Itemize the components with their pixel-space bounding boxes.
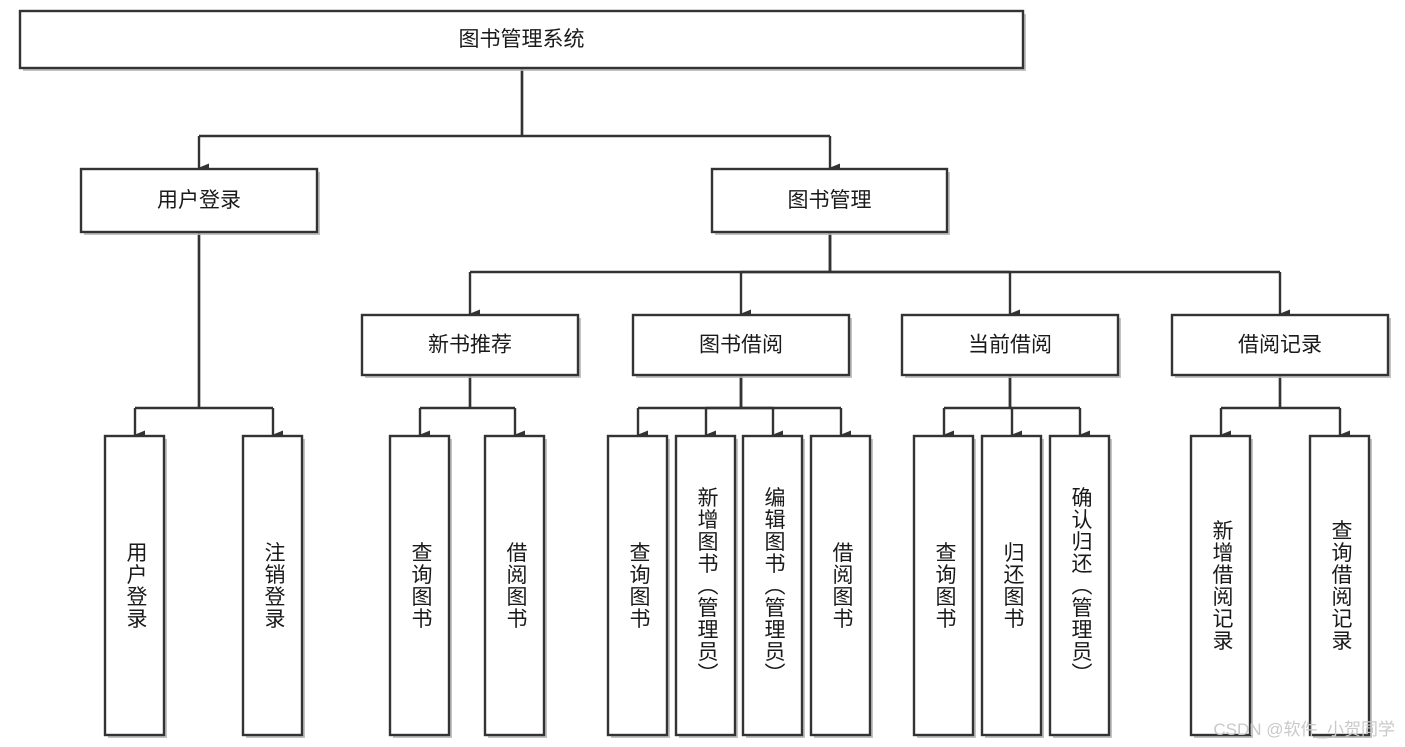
node-rec-query[interactable]: 查询借阅记录 bbox=[1308, 434, 1372, 738]
node-rect[interactable] bbox=[674, 434, 737, 737]
node-label: 编辑图书（管理员） bbox=[762, 487, 786, 685]
node-rect[interactable] bbox=[741, 434, 804, 737]
node-rect[interactable] bbox=[483, 434, 546, 737]
edge-login-to-login-in bbox=[133, 232, 201, 440]
edge-root-to-login bbox=[197, 68, 524, 173]
node-current[interactable]: 当前借阅 bbox=[900, 313, 1121, 378]
node-rect[interactable] bbox=[1189, 434, 1252, 737]
node-borrow[interactable]: 图书借阅 bbox=[631, 313, 852, 378]
node-rect[interactable] bbox=[360, 313, 580, 377]
node-login-in[interactable]: 用户登录 bbox=[103, 434, 167, 738]
node-label: 新书推荐 bbox=[428, 334, 512, 357]
node-rect[interactable] bbox=[980, 434, 1043, 737]
node-br-edit[interactable]: 编辑图书（管理员） bbox=[741, 434, 805, 738]
edge-root-to-bookmgmt bbox=[520, 68, 840, 173]
node-cur-confirm[interactable]: 确认归还（管理员） bbox=[1048, 434, 1112, 738]
edge-records-to-rec-query bbox=[1278, 375, 1350, 440]
node-label: 新增借阅记录 bbox=[1210, 520, 1234, 652]
node-rec-add[interactable]: 新增借阅记录 bbox=[1189, 434, 1253, 738]
node-label: 用户登录 bbox=[157, 189, 241, 212]
node-login-out[interactable]: 注销登录 bbox=[241, 434, 305, 738]
node-cur-return[interactable]: 归还图书 bbox=[980, 434, 1044, 738]
edge-current-to-cur-query bbox=[942, 375, 1012, 440]
node-rect[interactable] bbox=[388, 434, 451, 737]
node-rect[interactable] bbox=[241, 434, 304, 737]
edge-newbook-to-nb-borrow bbox=[468, 375, 525, 440]
node-label: 图书管理系统 bbox=[459, 28, 585, 51]
node-label: 注销登录 bbox=[262, 542, 286, 630]
node-nb-query[interactable]: 查询图书 bbox=[388, 434, 452, 738]
edge-borrow-to-br-add bbox=[704, 375, 743, 440]
node-rect[interactable] bbox=[79, 167, 319, 234]
edge-newbook-to-nb-query bbox=[418, 375, 472, 440]
edge-login-to-login-out bbox=[197, 232, 283, 440]
node-br-borrow[interactable]: 借阅图书 bbox=[809, 434, 873, 738]
node-root[interactable]: 图书管理系统 bbox=[18, 9, 1026, 71]
node-cur-query[interactable]: 查询图书 bbox=[912, 434, 976, 738]
node-label: 图书借阅 bbox=[699, 334, 783, 357]
node-rect[interactable] bbox=[809, 434, 872, 737]
node-rect[interactable] bbox=[912, 434, 975, 737]
node-rect[interactable] bbox=[103, 434, 166, 737]
edge-bookmgmt-to-records bbox=[828, 232, 1290, 319]
node-label: 查询图书 bbox=[933, 542, 957, 630]
node-newbook[interactable]: 新书推荐 bbox=[360, 313, 581, 378]
node-bookmgmt[interactable]: 图书管理 bbox=[710, 167, 950, 235]
node-records[interactable]: 借阅记录 bbox=[1170, 313, 1391, 378]
watermark: CSDN @软件_小贺同学 bbox=[1213, 720, 1395, 739]
node-br-query[interactable]: 查询图书 bbox=[606, 434, 670, 738]
edge-borrow-to-br-edit bbox=[739, 375, 783, 440]
node-nb-borrow[interactable]: 借阅图书 bbox=[483, 434, 547, 738]
node-rect[interactable] bbox=[710, 167, 949, 234]
node-label: 借阅图书 bbox=[830, 542, 854, 630]
node-br-add[interactable]: 新增图书（管理员） bbox=[674, 434, 738, 738]
node-label: 查询借阅记录 bbox=[1329, 520, 1353, 652]
node-label: 当前借阅 bbox=[968, 334, 1052, 357]
edge-bookmgmt-to-borrow bbox=[739, 232, 832, 319]
node-label: 新增图书（管理员） bbox=[695, 487, 719, 685]
node-label: 借阅图书 bbox=[504, 542, 528, 630]
node-label: 归还图书 bbox=[1001, 542, 1025, 630]
node-rect[interactable] bbox=[1308, 434, 1371, 737]
node-label: 查询图书 bbox=[627, 542, 651, 630]
edge-current-to-cur-confirm bbox=[1008, 375, 1090, 440]
node-rect[interactable] bbox=[1170, 313, 1390, 377]
edge-borrow-to-br-query bbox=[636, 375, 743, 440]
node-rect[interactable] bbox=[631, 313, 851, 377]
node-rect[interactable] bbox=[1048, 434, 1111, 737]
node-login[interactable]: 用户登录 bbox=[79, 167, 320, 235]
edge-borrow-to-br-borrow bbox=[739, 375, 851, 440]
edge-records-to-rec-add bbox=[1219, 375, 1282, 440]
node-rect[interactable] bbox=[900, 313, 1120, 377]
node-rect[interactable] bbox=[18, 9, 1025, 70]
node-label: 图书管理 bbox=[788, 189, 872, 212]
node-label: 用户登录 bbox=[124, 542, 148, 630]
node-rect[interactable] bbox=[606, 434, 669, 737]
node-layer: 图书管理系统用户登录图书管理新书推荐图书借阅当前借阅借阅记录用户登录注销登录查询… bbox=[18, 9, 1391, 738]
node-label: 确认归还（管理员） bbox=[1069, 487, 1093, 685]
edge-layer bbox=[133, 68, 1350, 440]
node-label: 查询图书 bbox=[409, 542, 433, 630]
node-label: 借阅记录 bbox=[1238, 334, 1322, 357]
